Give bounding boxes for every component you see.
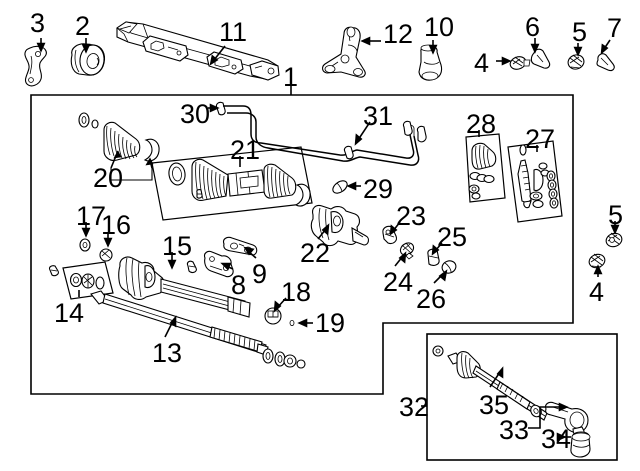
part-14-seal-kit-art bbox=[48, 261, 114, 300]
callout-24-bolt[interactable]: 24 bbox=[383, 267, 414, 297]
callout-33-tie-rod-end[interactable]: 33 bbox=[499, 415, 530, 445]
callout-25-plug[interactable]: 25 bbox=[437, 222, 468, 252]
callout-15-rack-shaft[interactable]: 15 bbox=[162, 231, 193, 261]
callout-19-oring[interactable]: 19 bbox=[315, 308, 346, 338]
callout-6-bolt[interactable]: 6 bbox=[525, 12, 541, 42]
callout-leader-lines bbox=[36, 36, 620, 442]
part-2-bushing-art bbox=[70, 43, 106, 76]
callout-9-end-fitting[interactable]: 9 bbox=[252, 259, 268, 289]
part-29-clip-art bbox=[332, 180, 348, 194]
callout-26-washer[interactable]: 26 bbox=[416, 284, 447, 314]
callout-34-boot[interactable]: 34 bbox=[541, 424, 572, 454]
callout-14-seal-kit[interactable]: 14 bbox=[54, 298, 85, 328]
part-4-washer-art-top bbox=[509, 56, 531, 70]
part-35-tie-rod-art bbox=[432, 345, 591, 458]
callout-29-clip[interactable]: 29 bbox=[363, 174, 394, 204]
part-7-bolt-art bbox=[596, 53, 615, 72]
part-17-washer-art bbox=[79, 238, 91, 252]
part-18-nut-art bbox=[264, 307, 282, 325]
callout-5-bolt[interactable]: 5 bbox=[572, 17, 588, 47]
callout-3-bracket[interactable]: 3 bbox=[30, 8, 46, 38]
part-27-valve-kit-art bbox=[507, 140, 563, 223]
part-13-rack-end-art bbox=[90, 290, 269, 356]
callout-13-rack-end[interactable]: 13 bbox=[152, 338, 183, 368]
callout-22-valve-housing[interactable]: 22 bbox=[300, 238, 331, 268]
callout-16-oring[interactable]: 16 bbox=[101, 210, 132, 240]
part-10-grommet-art bbox=[418, 44, 443, 81]
callout-35-tie-rod[interactable]: 35 bbox=[479, 390, 510, 420]
tie-rod-assembly-panel-outline bbox=[426, 333, 618, 461]
part-20-bellows-art bbox=[78, 112, 160, 181]
part-24-bolt-art bbox=[399, 242, 415, 260]
part-3-bracket-art bbox=[24, 45, 47, 87]
callout-27-valve-kit[interactable]: 27 bbox=[525, 124, 556, 154]
callout-5-bolt-right[interactable]: 5 bbox=[608, 200, 624, 230]
part-11-crossmember-art bbox=[116, 21, 280, 81]
callout-10-grommet[interactable]: 10 bbox=[424, 12, 455, 42]
small-clips-art bbox=[402, 120, 427, 143]
callout-20-bellows[interactable]: 20 bbox=[93, 163, 124, 193]
part-6-bolt-art bbox=[530, 48, 551, 69]
part-5-bolt-art-top bbox=[567, 54, 585, 70]
main-assembly-panel-outline bbox=[30, 94, 574, 395]
callout-7-bolt[interactable]: 7 bbox=[607, 13, 623, 43]
callout-11-crossmember[interactable]: 11 bbox=[219, 17, 248, 47]
callout-4-washer-right[interactable]: 4 bbox=[589, 277, 605, 307]
part-21-boot-kit-art bbox=[151, 146, 313, 221]
callout-32-tie-rod-set[interactable]: 32 bbox=[399, 392, 430, 422]
callout-2-bushing[interactable]: 2 bbox=[75, 11, 91, 41]
part-9-end-fitting-art bbox=[223, 236, 258, 256]
callout-4-washer[interactable]: 4 bbox=[474, 48, 490, 78]
part-12-bracket-art bbox=[322, 26, 366, 78]
callout-17-washer[interactable]: 17 bbox=[76, 201, 107, 231]
part-22-valve-housing-art bbox=[310, 204, 369, 247]
callout-21-boot-kit[interactable]: 21 bbox=[230, 135, 261, 165]
part-16-oring-art bbox=[99, 248, 113, 262]
callout-12-bracket[interactable]: 12 bbox=[383, 19, 414, 49]
part-26-washer-art bbox=[441, 260, 457, 274]
part-19-oring-art bbox=[289, 319, 295, 326]
part-5-bolt-art-right bbox=[605, 232, 623, 248]
callout-28-seal-kit[interactable]: 28 bbox=[466, 109, 497, 139]
callout-1-gear-box[interactable]: 1 bbox=[283, 62, 299, 92]
callout-23-cap[interactable]: 23 bbox=[396, 201, 427, 231]
callout-31-pipe[interactable]: 31 bbox=[363, 101, 394, 131]
callout-18-nut[interactable]: 18 bbox=[281, 277, 312, 307]
part-15-rack-assembly-art bbox=[118, 256, 251, 318]
callout-8-clamp[interactable]: 8 bbox=[231, 270, 247, 300]
part-25-plug-art bbox=[427, 248, 440, 266]
part-30-clip-art bbox=[215, 101, 226, 116]
callout-30-pipe-clip[interactable]: 30 bbox=[180, 99, 211, 129]
part-28-seal-kit-art bbox=[465, 133, 506, 203]
washer-stack-art bbox=[262, 348, 306, 369]
